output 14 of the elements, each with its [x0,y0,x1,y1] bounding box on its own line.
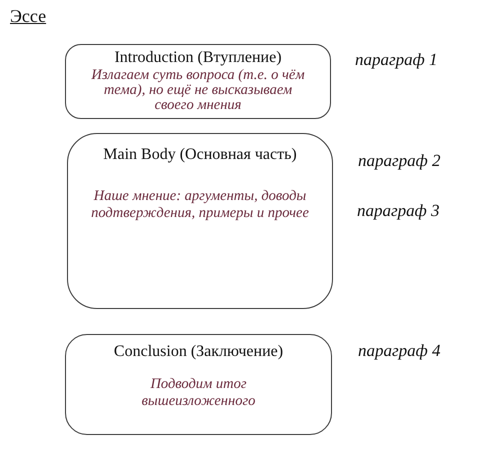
paragraph-note: параграф 1 [355,50,438,69]
section-text: Наше мнение: аргументы, доводы подтверждения, примеры и прочее [90,188,310,222]
section-text: Излагаем суть вопроса (т.е. о чём тема), но ещё не высказываем своего мнения [90,68,306,113]
section-heading: Introduction (Втупление) [114,49,282,67]
paragraph-note: параграф 4 [358,341,440,360]
paragraph-note: параграф 3 [357,201,440,220]
section-frame [65,44,331,119]
section-frame [65,334,332,435]
section-text: Подводим итог вышеизложенного [140,376,256,410]
page-title: Эссе [10,6,46,27]
section-heading: Main Body (Основная часть) [103,146,297,164]
section-frame [67,133,333,309]
section-heading: Conclusion (Заключение) [114,343,284,361]
paragraph-note: параграф 2 [358,151,440,170]
